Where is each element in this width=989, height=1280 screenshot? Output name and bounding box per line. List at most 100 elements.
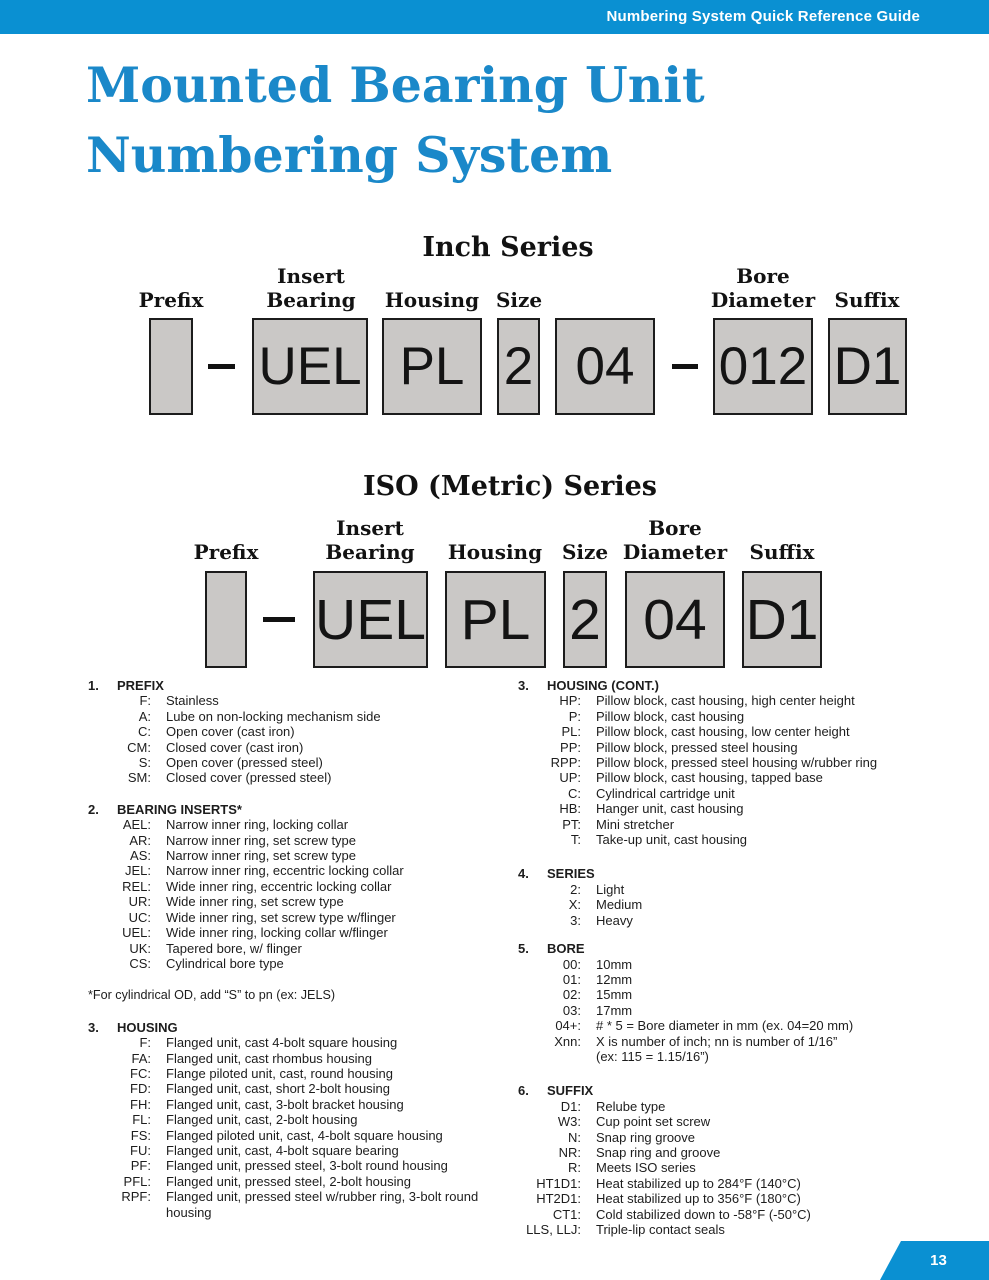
code-term: X: [568,897,581,913]
section-heading: 2. BEARING INSERTS* [88,802,506,817]
code-row: HP: Pillow block, cast housing, high cen… [518,693,922,708]
code-term: FU: [130,1142,151,1158]
code-desc: Wide inner ring, set screw type w/flinge… [166,909,396,925]
code-desc: Take-up unit, cast housing [596,832,748,848]
code-row: W3: Cup point set screw [518,1114,922,1129]
code-term: F: [139,693,151,709]
code-term: AEL: [122,817,151,833]
code-row: R: Meets ISO series [518,1160,922,1175]
section-title: PREFIX [117,678,164,693]
code-desc: Cold stabilized down to -58°F (-50°C) [596,1206,811,1222]
inch-label-insert-bearing: Insert Bearing [266,264,356,312]
section-number: 6. [518,1083,529,1099]
code-desc: Flanged unit, cast 4-bolt square housing [166,1035,398,1051]
code-row: FD: Flanged unit, cast, short 2-bolt hou… [88,1081,506,1096]
code-term: 01: [562,971,581,987]
page-title-line1: Mounted Bearing Unit [86,56,705,114]
code-desc: Flanged unit, pressed steel, 2-bolt hous… [166,1173,411,1189]
code-list: D1: Relube type W3: Cup point set screw … [518,1099,922,1238]
code-row: AR: Narrow inner ring, set screw type [88,833,506,848]
section-bore: 5. BORE 00: 10mm 01: 12mm 02: [518,941,922,1064]
code-row: PL: Pillow block, cast housing, low cent… [518,724,922,739]
code-list: 2: Light X: Medium 3: Heavy [518,882,922,928]
code-row: 02: 15mm [518,987,922,1002]
code-desc: Wide inner ring, set screw type [166,894,344,910]
code-row: 03: 17mm [518,1003,922,1018]
code-term: 03: [562,1002,581,1018]
section-suffix: 6. SUFFIX D1: Relube type W3: Cup point … [518,1083,922,1237]
code-row: X: Medium [518,897,922,912]
iso-bore-diameter-box: 04 [625,571,725,668]
code-row: PT: Mini stretcher [518,817,922,832]
section-heading: 3. HOUSING (CONT.) [518,678,922,693]
code-desc: Pillow block, cast housing, high center … [596,693,855,709]
code-row: 00: 10mm [518,957,922,972]
code-desc: 10mm [596,956,633,972]
code-term: HP: [559,693,581,709]
code-term: 02: [562,987,581,1003]
inch-bore-diameter-box: 012 [713,318,813,415]
code-term: RPP: [550,755,581,771]
code-term: CM: [127,739,151,755]
code-list: F: Flanged unit, cast 4-bolt square hous… [88,1035,506,1220]
inch-size-box: 04 [555,318,655,415]
code-term: AS: [130,848,151,864]
code-row: PFL: Flanged unit, pressed steel, 2-bolt… [88,1174,506,1189]
code-term: Xnn: [554,1033,581,1049]
section-number: 1. [88,678,99,693]
code-term: JEL: [124,863,151,879]
iso-series-box: 2 [563,571,607,668]
code-desc: Light [596,881,625,897]
section-title: HOUSING [117,1019,178,1035]
code-term: W3: [557,1114,581,1130]
code-row: F: Flanged unit, cast 4-bolt square hous… [88,1035,506,1050]
code-term: REL: [122,878,151,894]
code-row: P: Pillow block, cast housing [518,709,922,724]
code-desc: Pillow block, pressed steel housing w/ru… [596,755,878,771]
code-desc: Wide inner ring, eccentric locking colla… [166,878,392,894]
code-desc: Cup point set screw [596,1114,711,1130]
iso-label-suffix: Suffix [749,540,815,564]
code-row: FH: Flanged unit, cast, 3-bolt bracket h… [88,1097,506,1112]
code-desc: Tapered bore, w/ flinger [166,940,302,956]
code-term: CS: [129,955,151,971]
iso-suffix-box: D1 [742,571,822,668]
section-heading: 1. PREFIX [88,678,506,693]
code-desc: Heat stabilized up to 356°F (180°C) [596,1191,801,1207]
code-list: 00: 10mm 01: 12mm 02: 15mm 03: [518,957,922,1065]
inch-label-bore-diameter: Bore Diameter [710,264,816,312]
code-term: P: [568,708,581,724]
section-number: 5. [518,941,529,957]
code-term: HT1D1: [536,1175,581,1191]
code-desc: Cylindrical cartridge unit [596,785,735,801]
code-desc: X is number of inch; nn is number of 1/1… [596,1033,838,1064]
section-heading: 3. HOUSING [88,1020,506,1035]
code-term: FA: [131,1050,151,1066]
code-term: S: [138,755,151,771]
code-desc: Flanged unit, cast rhombus housing [166,1050,372,1066]
code-term: LLS, LLJ: [526,1222,581,1237]
code-row: FA: Flanged unit, cast rhombus housing [88,1051,506,1066]
code-row: F: Stainless [88,693,506,708]
section-housing-cont: 3. HOUSING (CONT.) HP: Pillow block, cas… [518,678,922,847]
code-desc: Open cover (pressed steel) [166,755,323,771]
code-desc: Snap ring groove [596,1129,696,1145]
code-desc: Pillow block, cast housing [596,708,745,724]
dash-separator [208,364,235,369]
reference-column-right: 3. HOUSING (CONT.) HP: Pillow block, cas… [518,678,922,1253]
code-row: FL: Flanged unit, cast, 2-bolt housing [88,1112,506,1127]
code-term: RPF: [121,1189,151,1205]
header-title: Numbering System Quick Reference Guide [606,8,920,25]
code-term: FS: [130,1127,151,1143]
inch-label-housing: Housing [384,288,480,312]
code-term: 2: [570,881,581,897]
code-term: PF: [130,1158,151,1174]
section-title: SUFFIX [547,1083,594,1099]
code-list: F: Stainless A: Lube on non-locking mech… [88,693,506,785]
code-row: CS: Cylindrical bore type [88,956,506,971]
code-desc: Wide inner ring, locking collar w/flinge… [166,925,388,941]
code-desc: Flanged unit, pressed steel w/rubber rin… [166,1189,479,1220]
code-desc: 17mm [596,1002,633,1018]
inch-insert-bearing-box: UEL [252,318,368,415]
code-row: Xnn: X is number of inch; nn is number o… [518,1034,922,1065]
